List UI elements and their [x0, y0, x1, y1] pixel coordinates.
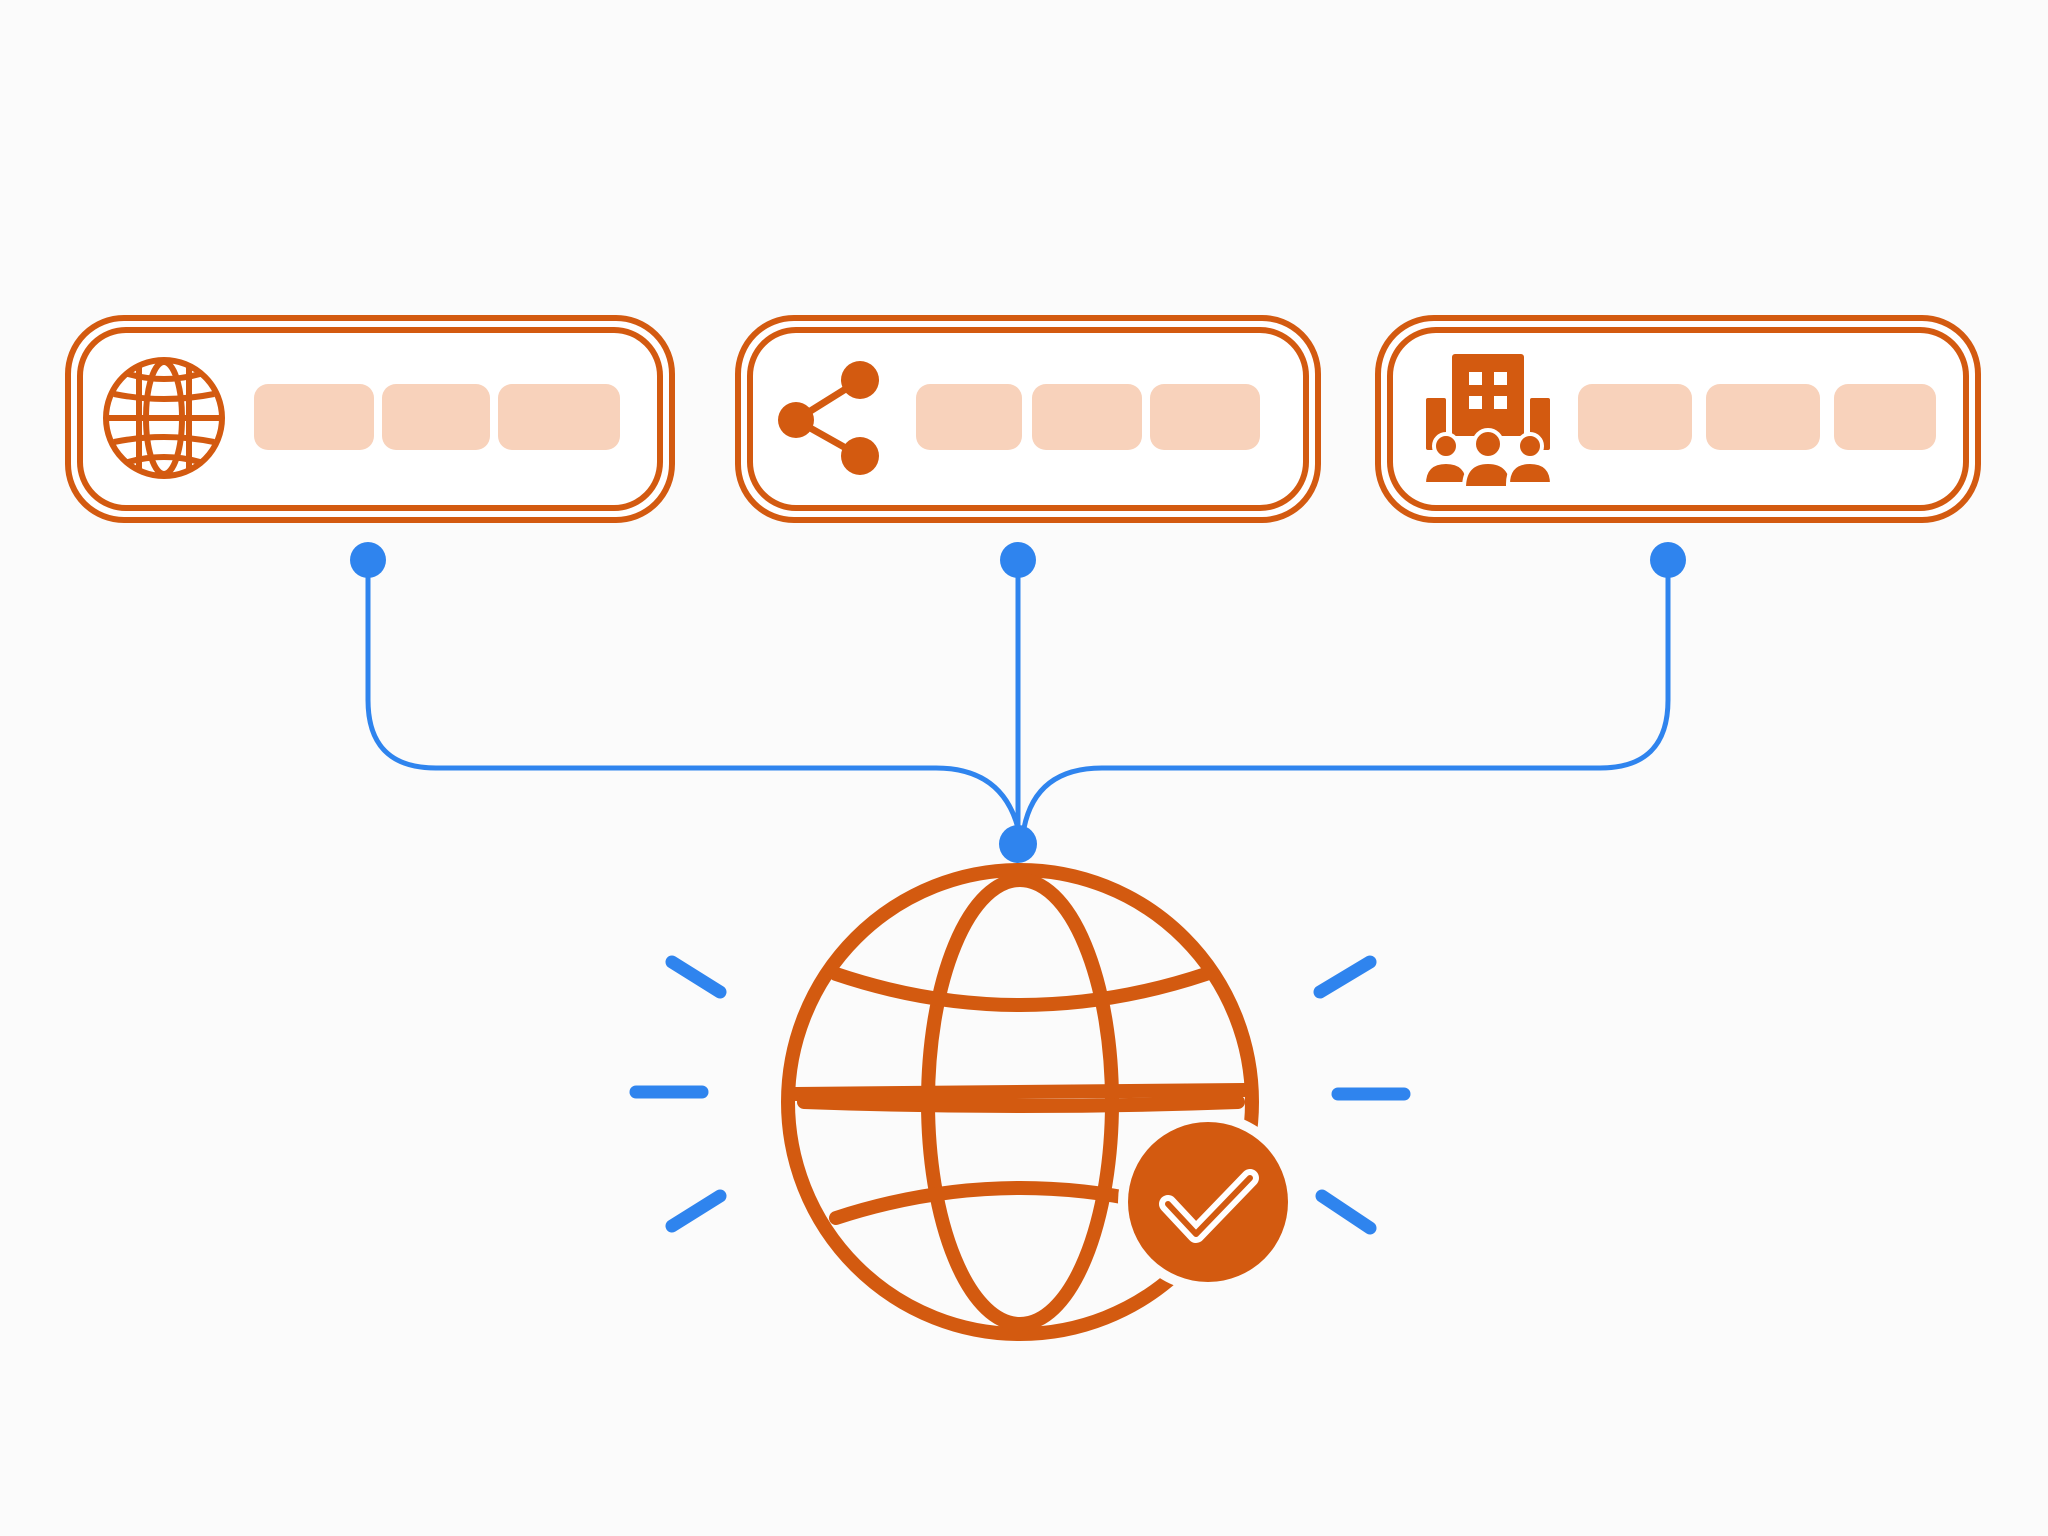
share-icon — [778, 361, 879, 475]
placeholder-pill — [916, 384, 1022, 450]
placeholder-pill — [1578, 384, 1692, 450]
placeholder-pill — [1706, 384, 1820, 450]
placeholder-pill — [1834, 384, 1936, 450]
card-globe — [65, 315, 675, 523]
connector-node — [1650, 542, 1686, 578]
radiating-marks — [629, 955, 1411, 1235]
connector-left — [365, 557, 1021, 831]
placeholder-pill — [498, 384, 620, 450]
card-organization — [1375, 315, 1981, 523]
connector-node — [1000, 542, 1036, 578]
card-placeholder-group — [1578, 384, 1936, 450]
connector-right — [1021, 557, 1671, 831]
placeholder-pill — [382, 384, 490, 450]
connector-nodes — [350, 542, 1686, 863]
connector-node — [350, 542, 386, 578]
card-inner-frame — [77, 327, 663, 511]
ray-mark — [665, 955, 727, 999]
card-share — [735, 315, 1321, 523]
ray-mark — [1313, 955, 1377, 999]
ray-mark — [665, 1189, 727, 1233]
connector-node-hub — [999, 825, 1037, 863]
card-frame — [735, 315, 1321, 523]
card-inner-frame — [747, 327, 1309, 511]
placeholder-pill — [1032, 384, 1142, 450]
organization-people-icon — [1421, 354, 1555, 490]
connector-lines — [365, 557, 1671, 835]
card-inner-frame — [1387, 327, 1969, 511]
placeholder-pill — [1150, 384, 1260, 450]
card-placeholder-group — [254, 384, 620, 450]
hub-globe-icon — [781, 863, 1259, 1341]
check-badge — [1118, 1112, 1298, 1292]
globe-icon — [103, 357, 225, 479]
card-placeholder-group — [916, 384, 1260, 450]
ray-mark — [1315, 1189, 1377, 1235]
placeholder-pill — [254, 384, 374, 450]
